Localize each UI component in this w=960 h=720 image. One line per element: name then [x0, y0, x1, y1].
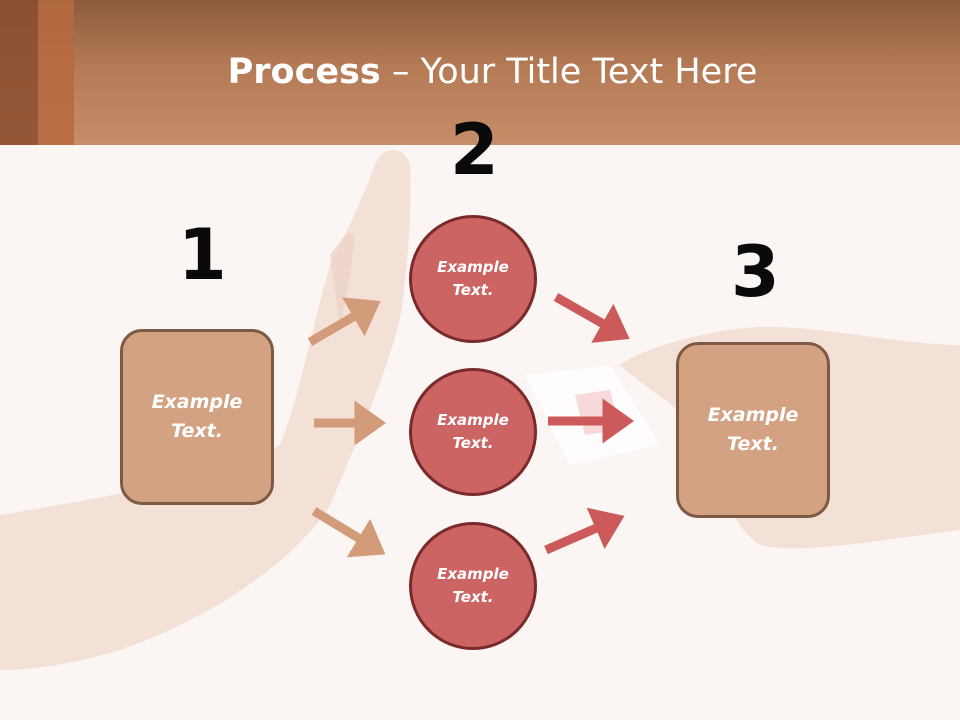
- bottom-circle-text: Example Text.: [437, 565, 509, 606]
- arrow-top-to-right: [553, 293, 630, 343]
- middle-process-circle: Example Text.: [409, 368, 537, 496]
- arrow-left-to-bottom: [311, 507, 386, 558]
- left-box-text: Example Text.: [151, 391, 243, 442]
- top-circle-text: Example Text.: [437, 258, 509, 299]
- flow-arrows: [307, 293, 634, 558]
- top-process-circle: Example Text.: [409, 215, 537, 343]
- title-bar: [0, 0, 960, 145]
- step-number-3: 3: [731, 231, 780, 313]
- step-number-1: 1: [178, 214, 227, 296]
- middle-circle-text: Example Text.: [437, 411, 509, 452]
- arrow-left-to-top: [307, 297, 381, 346]
- arrow-bottom-to-right: [544, 507, 625, 555]
- title-bold: Process: [227, 52, 381, 92]
- left-process-box: Example Text.: [120, 329, 274, 505]
- right-box-text: Example Text.: [707, 404, 799, 455]
- step-number-2: 2: [450, 109, 499, 191]
- bottom-process-circle: Example Text.: [409, 522, 537, 650]
- right-process-box: Example Text.: [676, 342, 830, 518]
- slide-title: Process – Your Title Text Here: [0, 52, 960, 92]
- title-rest: – Your Title Text Here: [380, 52, 758, 92]
- header-decor-strip: [38, 0, 74, 145]
- header-decor-strip: [0, 0, 38, 145]
